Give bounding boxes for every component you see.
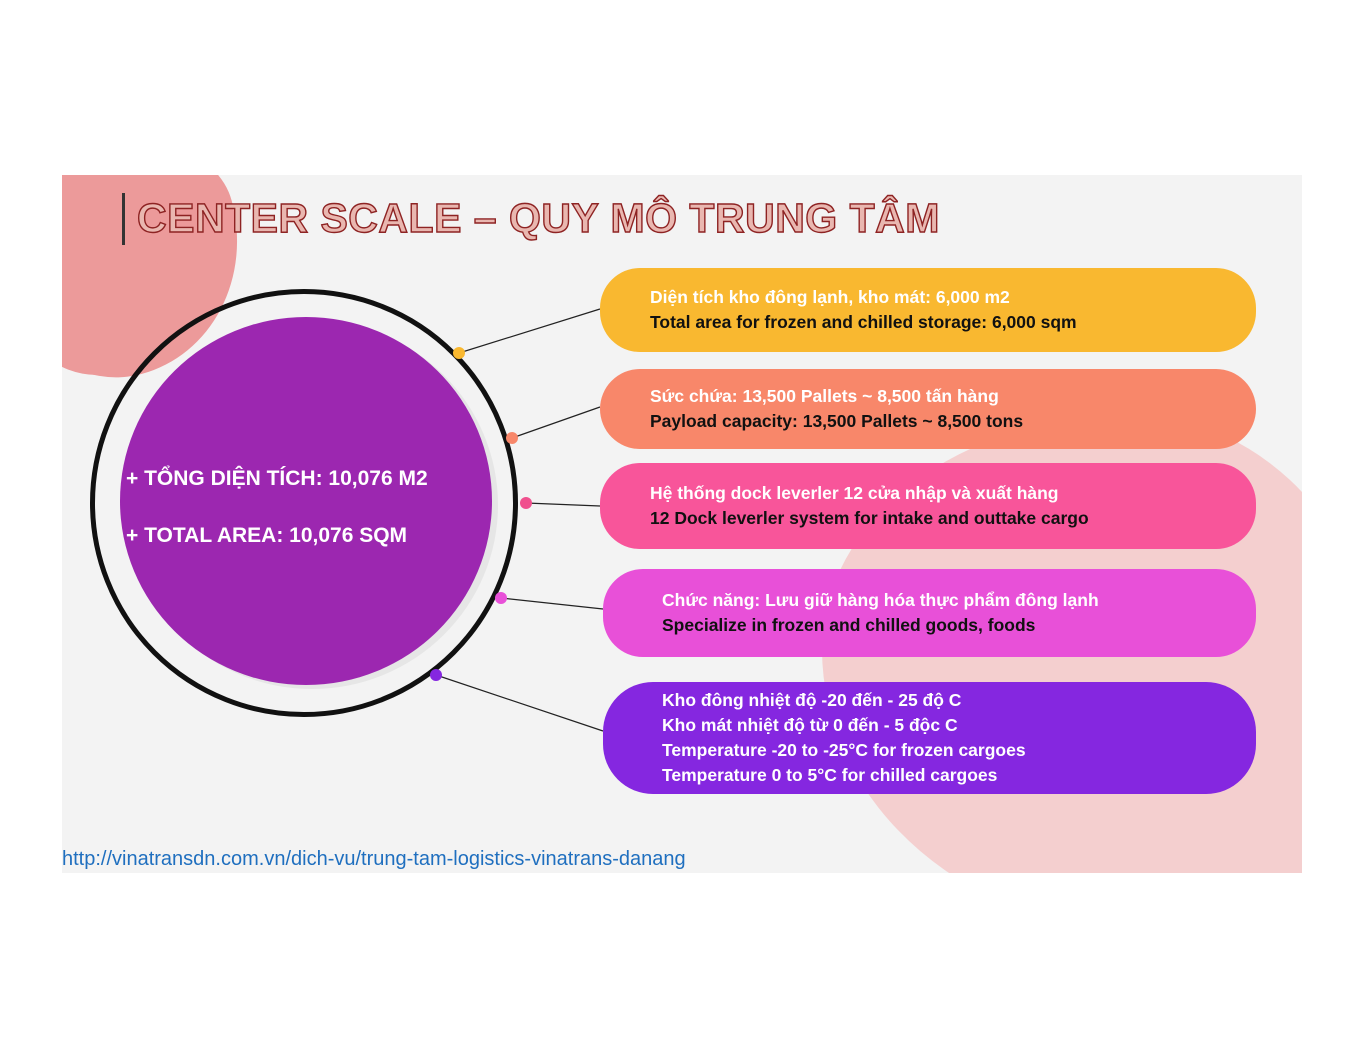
slide-panel: CENTER SCALE – QUY MÔ TRUNG TÂM + TỔNG D… [62, 175, 1302, 873]
connector-line-3 [525, 502, 601, 507]
connector-line-5 [435, 674, 604, 732]
connector-line-1 [458, 308, 601, 354]
info-card-capacity: Sức chứa: 13,500 Pallets ~ 8,500 tấn hàn… [600, 369, 1256, 449]
outer-ring [90, 289, 518, 717]
temperature-line-3: Temperature -20 to -25°C for frozen carg… [662, 740, 1026, 760]
temperature-line-2: Kho mát nhiệt độ từ 0 đến - 5 độc C [662, 715, 958, 735]
info-card-temperature: Kho đông nhiệt độ -20 đến - 25 độ C Kho … [603, 682, 1256, 794]
info-card-dock-leveler: Hệ thống dock leverler 12 cửa nhập và xu… [600, 463, 1256, 549]
info-card-en-text: 12 Dock leverler system for intake and o… [650, 508, 1089, 528]
connector-dot-4 [495, 592, 507, 604]
info-card-function: Chức năng: Lưu giữ hàng hóa thực phẩm đô… [603, 569, 1256, 657]
connector-dot-1 [453, 347, 465, 359]
connector-lines [435, 308, 604, 732]
total-area-en: + TOTAL AREA: 10,076 SQM [126, 524, 408, 547]
connector-dot-3 [520, 497, 532, 509]
info-card-storage-area: Diện tích kho đông lạnh, kho mát: 6,000 … [600, 268, 1256, 352]
connector-dot-2 [506, 432, 518, 444]
info-card-vi-text: Diện tích kho đông lạnh, kho mát: 6,000 … [650, 287, 1010, 307]
total-area-vi: + TỔNG DIỆN TÍCH: 10,076 M2 [126, 467, 428, 490]
temperature-line-1: Kho đông nhiệt độ -20 đến - 25 độ C [662, 690, 962, 710]
connector-line-2 [511, 406, 601, 439]
connector-dot-5 [430, 669, 442, 681]
info-card-en-text: Specialize in frozen and chilled goods, … [662, 615, 1036, 635]
connector-line-4 [500, 597, 604, 610]
info-card-vi-text: Sức chứa: 13,500 Pallets ~ 8,500 tấn hàn… [650, 386, 999, 406]
info-card-en-text: Payload capacity: 13,500 Pallets ~ 8,500… [650, 411, 1024, 431]
info-card-en-text: Total area for frozen and chilled storag… [650, 312, 1077, 332]
page-title: CENTER SCALE – QUY MÔ TRUNG TÂM [136, 194, 940, 241]
center-circle [120, 317, 492, 685]
info-card-vi-text: Hệ thống dock leverler 12 cửa nhập và xu… [650, 483, 1059, 503]
info-card-vi-text: Chức năng: Lưu giữ hàng hóa thực phẩm đô… [662, 590, 1099, 610]
title-accent-bar [122, 193, 125, 245]
source-link[interactable]: http://vinatransdn.com.vn/dich-vu/trung-… [62, 848, 686, 870]
temperature-line-4: Temperature 0 to 5°C for chilled cargoes [662, 765, 998, 785]
